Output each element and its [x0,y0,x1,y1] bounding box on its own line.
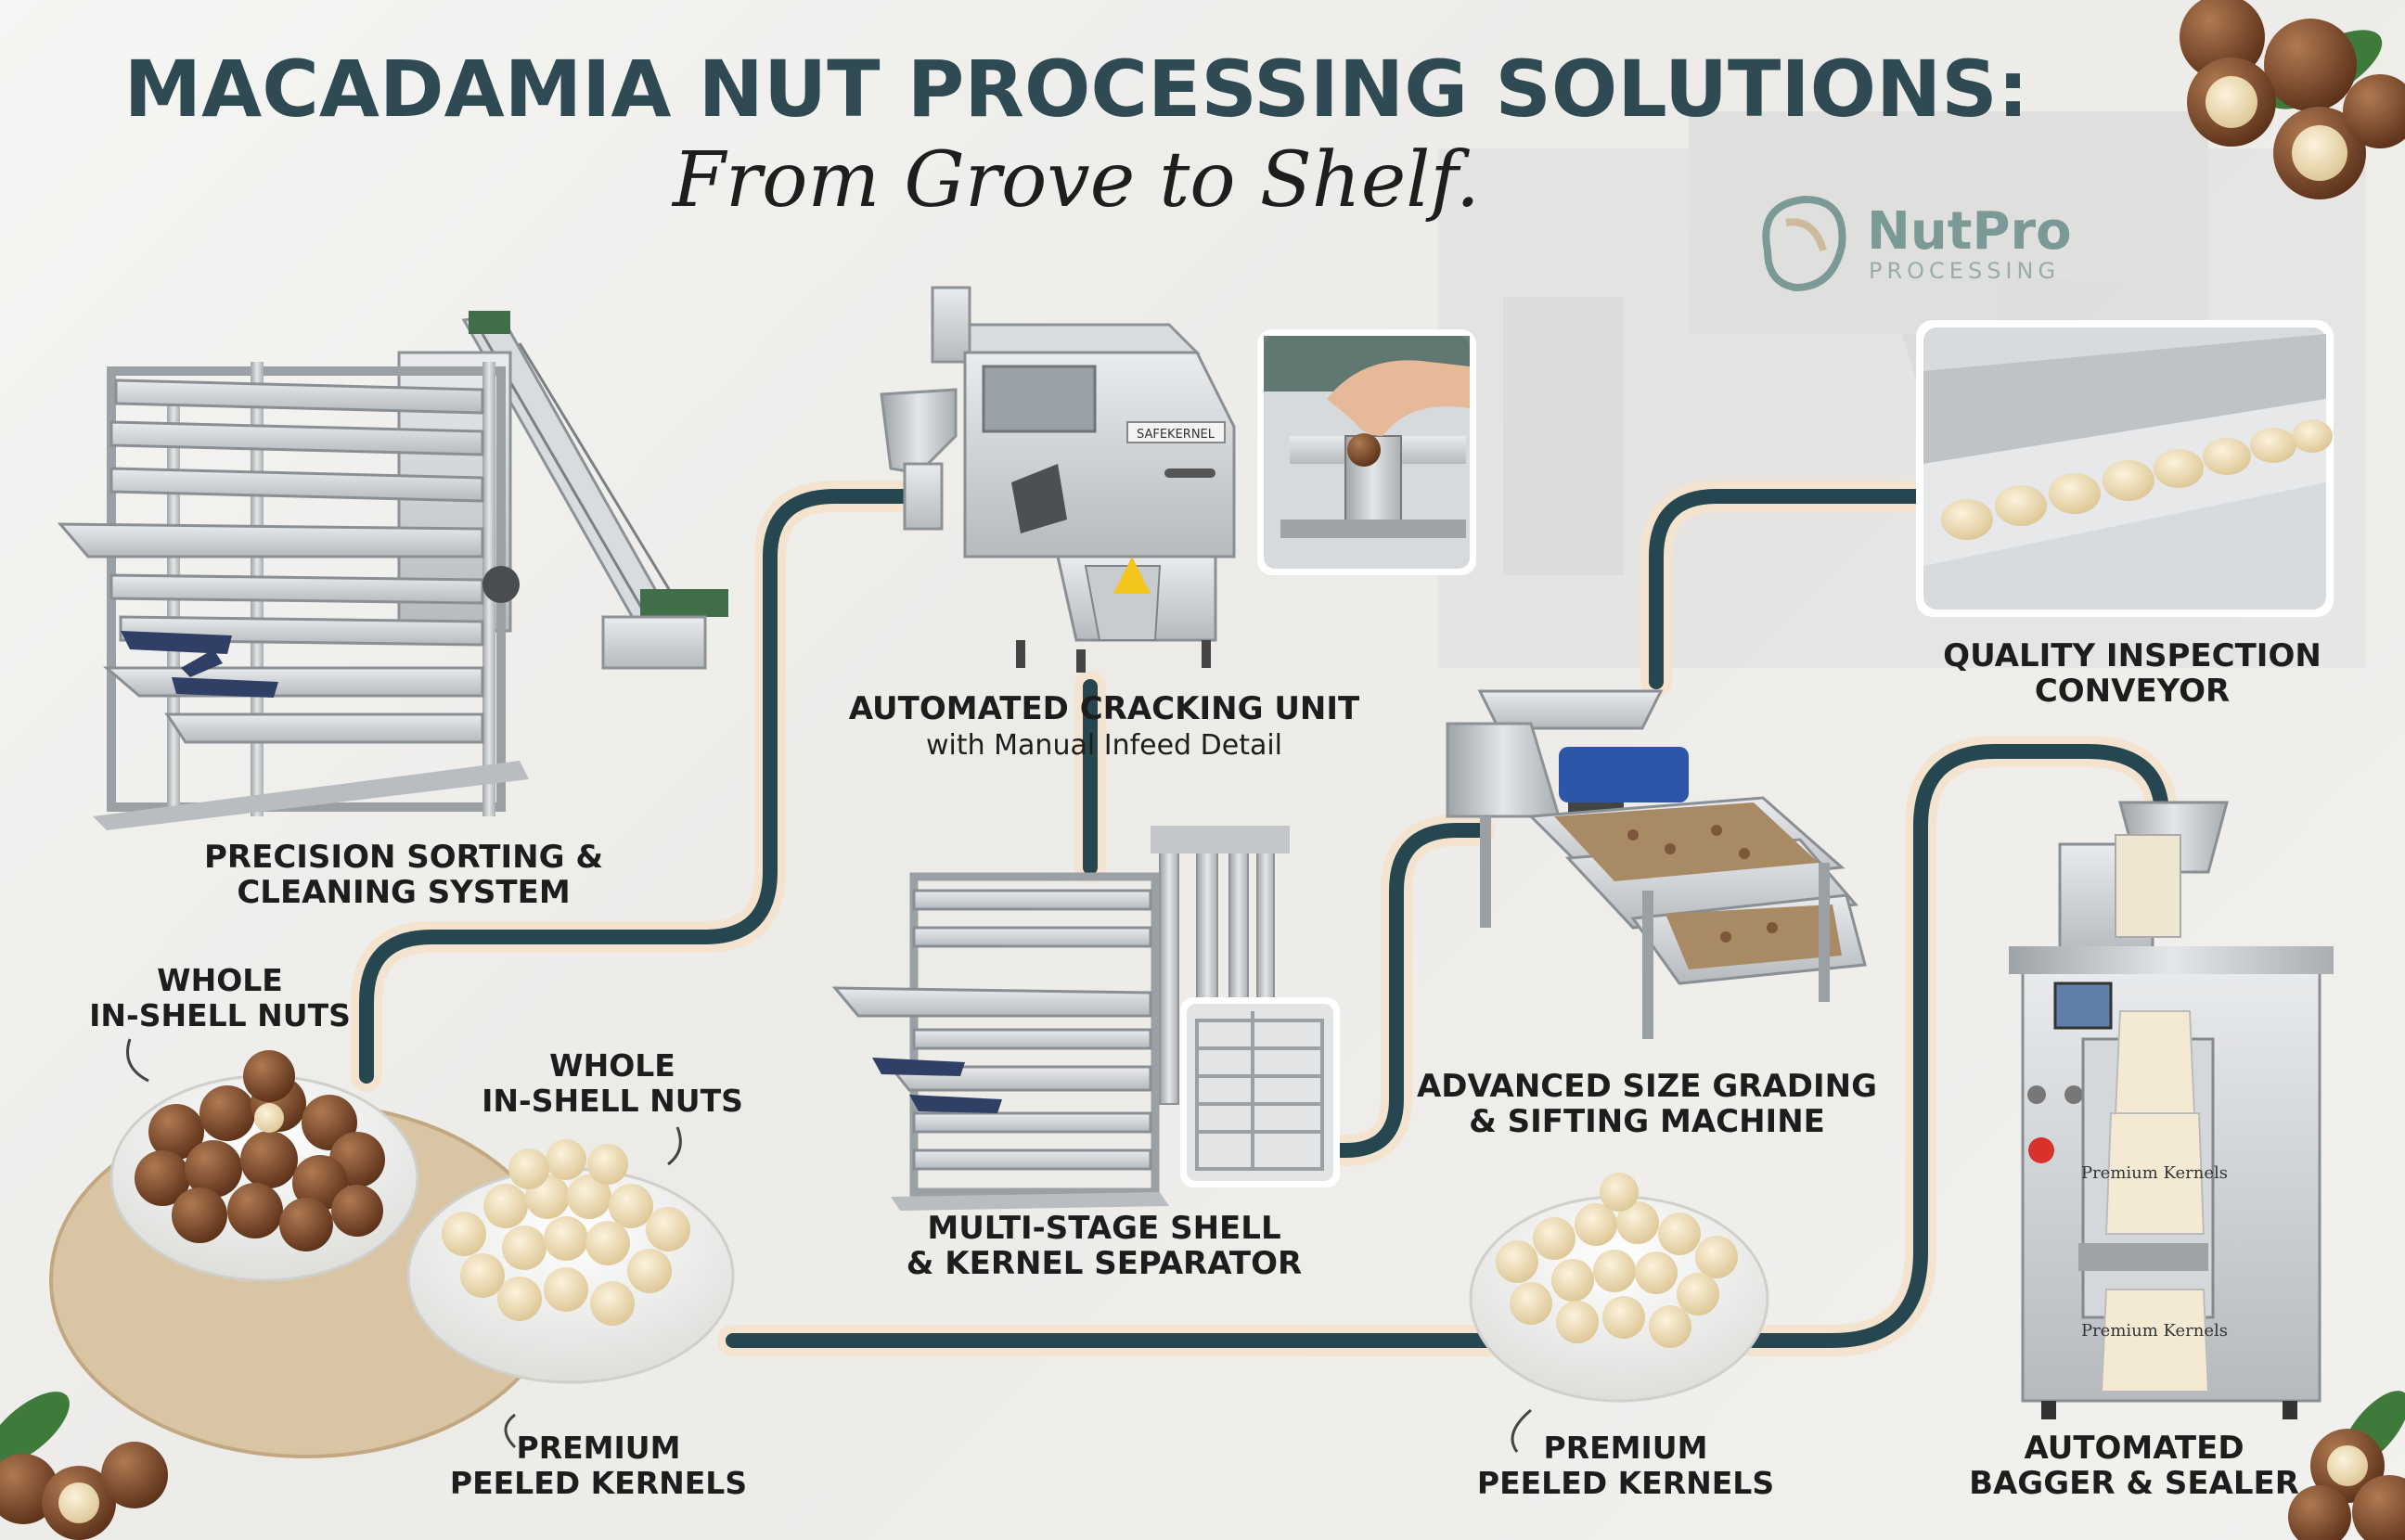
label-separator-line1: MULTI-STAGE SHELL [927,1210,1280,1247]
label-cracking-sub: with Manual Infeed Detail [926,729,1282,762]
label-sorting-line1: PRECISION SORTING & [204,839,603,876]
label-inspection-line1: QUALITY INSPECTION [1943,637,2321,674]
arrow-kernels-a-icon [504,1413,517,1449]
label-kernels-b-line2: PEELED KERNELS [1477,1465,1774,1501]
label-inshell-a-line2: IN-SHELL NUTS [89,997,351,1033]
label-kernels-b-line1: PREMIUM [1544,1430,1708,1466]
label-inshell-b-line2: IN-SHELL NUTS [482,1083,743,1119]
cracking-machine: SAFEKERNEL [880,286,1236,673]
label-inspection-line2: CONVEYOR [2035,673,2230,710]
process-flow-line [351,481,2178,1356]
label-kernels-a-line2: PEELED KERNELS [450,1465,747,1501]
inspection-conveyor-photo [1916,320,2334,617]
arrow-kernels-b-icon [1511,1408,1532,1453]
sorting-cleaning-machine [57,311,728,830]
label-kernels-a-line1: PREMIUM [517,1430,681,1466]
logo-tagline: PROCESSING [1869,258,2060,284]
kernels-bowl-center [1469,1173,1769,1403]
kernels-bowl-left [406,1139,735,1384]
arrow-inshell-b-icon [667,1126,682,1166]
page-title: MACADAMIA NUT PROCESSING SOLUTIONS: [124,44,2029,135]
logo-name: NutPro [1867,201,2072,262]
arrow-inshell-a-icon [126,1038,149,1083]
bag-label-lower: Premium Kernels [2081,1321,2228,1341]
bagger-sealer-machine: Premium Kernels Premium Kernels [2009,801,2334,1419]
corner-nuts-top-right [2180,0,2405,199]
corner-nuts-bottom-right [2288,1391,2405,1540]
bag-label-upper: Premium Kernels [2081,1163,2228,1183]
inshell-nuts-bowl [109,1050,419,1282]
label-cracking-line1: AUTOMATED CRACKING UNIT [849,690,1360,727]
label-inshell-a-line1: WHOLE [157,962,283,998]
label-bagger-line1: AUTOMATED [2024,1430,2244,1467]
label-bagger-line2: BAGGER & SEALER [1969,1465,2299,1502]
cracking-infeed-detail-photo [1257,329,1476,575]
machine-plate: SAFEKERNEL [1137,428,1215,442]
nutpro-logo: NutPro PROCESSING [1762,195,2072,292]
page-subtitle: From Grove to Shelf. [671,136,1480,225]
size-grading-machine [1446,689,1867,1039]
separator-detail-photo [1180,997,1340,1187]
label-inshell-b-line1: WHOLE [549,1047,675,1084]
label-grading-line2: & SIFTING MACHINE [1469,1103,1825,1140]
corner-nuts-bottom-left [0,1392,168,1540]
label-separator-line2: & KERNEL SEPARATOR [907,1245,1302,1282]
label-grading-line1: ADVANCED SIZE GRADING [1417,1068,1877,1105]
label-sorting-line2: CLEANING SYSTEM [237,874,570,911]
